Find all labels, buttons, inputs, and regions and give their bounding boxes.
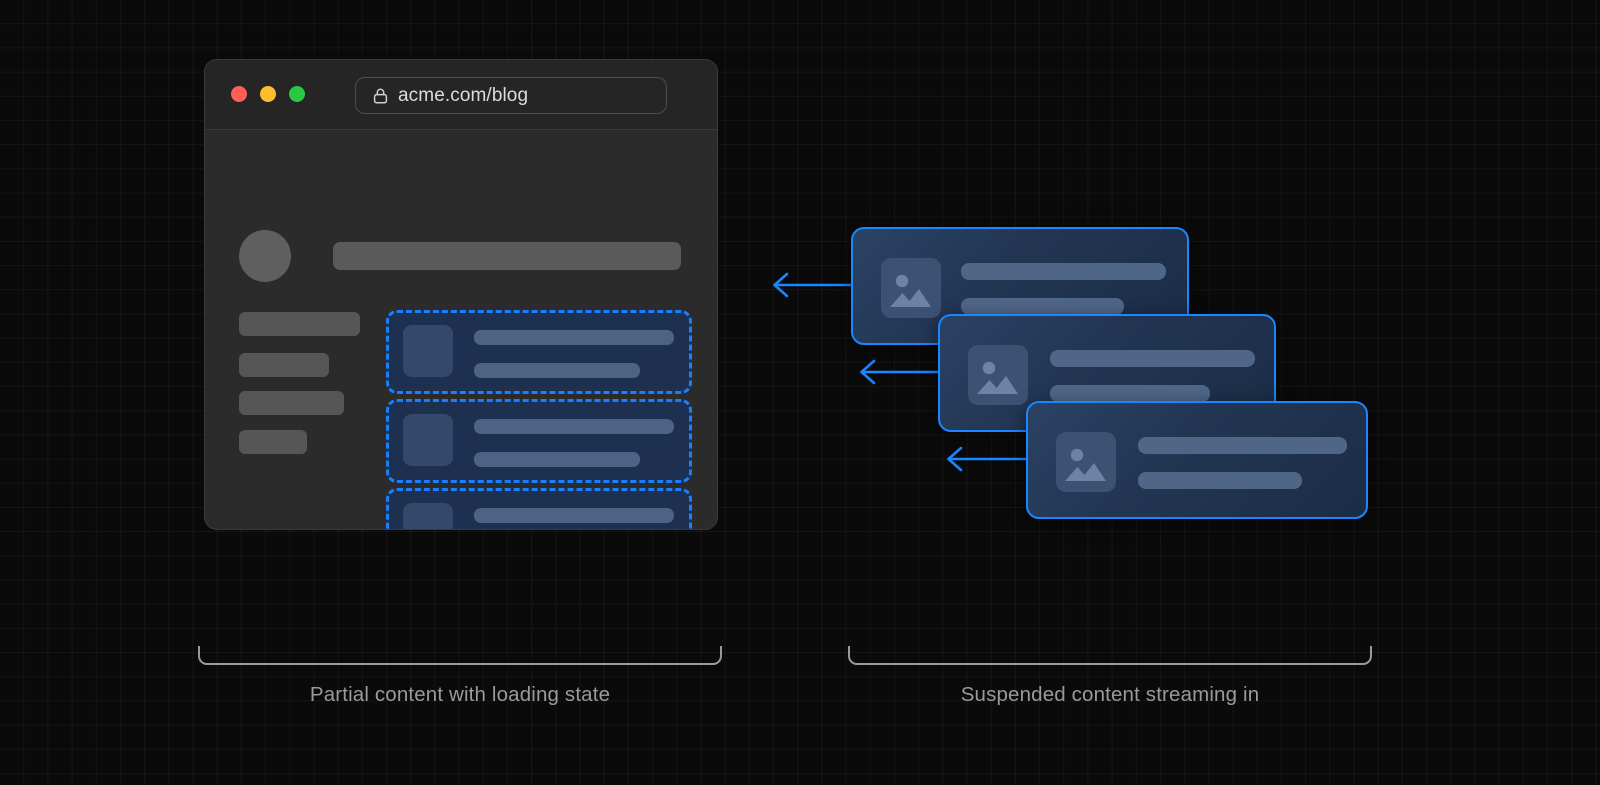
stream-arrow-3 — [944, 446, 1031, 472]
stream-arrow-2 — [857, 359, 944, 385]
bracket-right — [848, 645, 1372, 667]
avatar-placeholder — [239, 230, 291, 282]
text-skeleton-line — [474, 330, 674, 345]
window-traffic-lights — [231, 86, 305, 102]
thumbnail-skeleton — [403, 325, 453, 377]
loading-placeholder-row — [386, 399, 692, 483]
image-placeholder-icon — [968, 345, 1028, 405]
header-skeleton-bar — [333, 242, 681, 270]
text-skeleton-line — [474, 452, 640, 467]
thumbnail-skeleton — [403, 503, 453, 529]
loading-placeholder-row — [386, 310, 692, 394]
text-skeleton-line — [474, 419, 674, 434]
minimize-window-button[interactable] — [260, 86, 276, 102]
sidebar-skeleton-bar — [239, 312, 360, 336]
bracket-left — [198, 645, 722, 667]
loading-placeholder-row — [386, 488, 692, 529]
text-skeleton-line — [961, 263, 1166, 280]
sidebar-skeleton-bar — [239, 430, 307, 454]
browser-window: acme.com/blog — [204, 59, 718, 530]
browser-chrome: acme.com/blog — [205, 60, 717, 130]
text-skeleton-line — [961, 298, 1124, 315]
stream-arrow-1 — [770, 272, 857, 298]
text-skeleton-line — [474, 508, 674, 523]
address-bar-value: acme.com/blog — [398, 84, 529, 106]
caption-left: Partial content with loading state — [309, 683, 611, 706]
address-bar[interactable]: acme.com/blog — [355, 77, 667, 114]
text-skeleton-line — [1138, 437, 1347, 454]
browser-viewport — [205, 130, 717, 529]
caption-right: Suspended content streaming in — [960, 683, 1260, 706]
maximize-window-button[interactable] — [289, 86, 305, 102]
text-skeleton-line — [1050, 350, 1255, 367]
thumbnail-skeleton — [403, 414, 453, 466]
image-placeholder-icon — [881, 258, 941, 318]
streamed-content-card — [1026, 401, 1368, 519]
text-skeleton-line — [474, 363, 640, 378]
sidebar-skeleton-bar — [239, 391, 344, 415]
text-skeleton-line — [1138, 472, 1302, 489]
lock-icon — [373, 88, 388, 104]
sidebar-skeleton-bar — [239, 353, 329, 377]
text-skeleton-line — [1050, 385, 1210, 402]
image-placeholder-icon — [1056, 432, 1116, 492]
close-window-button[interactable] — [231, 86, 247, 102]
